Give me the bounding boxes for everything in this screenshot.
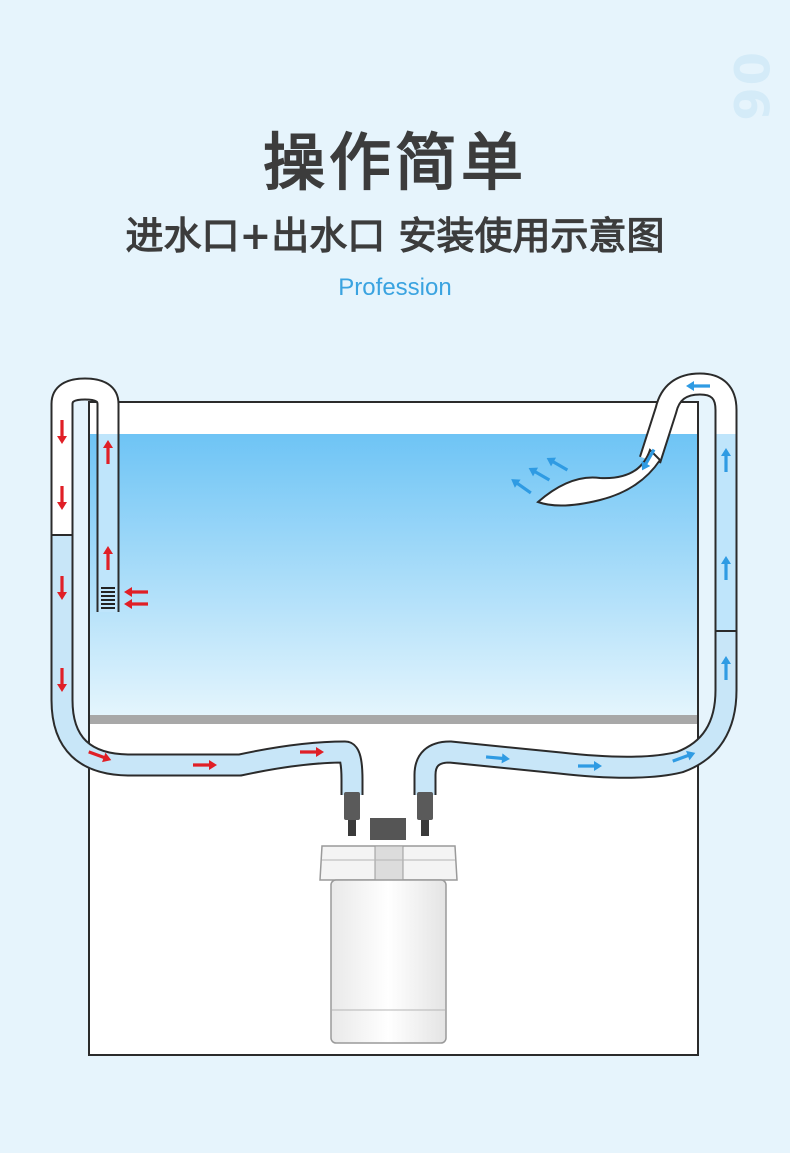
flow-arrow-icon bbox=[57, 486, 67, 510]
flow-arrow-icon bbox=[57, 668, 67, 692]
flow-arrow-icon bbox=[721, 656, 731, 680]
canister-filter-icon bbox=[319, 792, 458, 1044]
flow-arrow-icon bbox=[672, 750, 696, 763]
tagline: Profession bbox=[338, 274, 452, 301]
flow-arrow-icon bbox=[57, 381, 731, 771]
flow-arrow-icon bbox=[57, 420, 67, 444]
flow-arrow-icon bbox=[511, 479, 532, 495]
flow-arrow-icon bbox=[300, 747, 324, 757]
flow-arrow-icon bbox=[485, 753, 510, 764]
flow-arrow-icon bbox=[193, 760, 217, 770]
flow-arrow-icon bbox=[124, 599, 148, 609]
flow-arrow-icon bbox=[57, 576, 67, 600]
intake-strainer bbox=[101, 587, 115, 609]
flow-arrow-icon bbox=[578, 761, 602, 771]
flow-arrow-icon bbox=[103, 440, 113, 464]
flow-arrow-icon bbox=[641, 448, 656, 471]
flow-arrow-icon bbox=[88, 750, 112, 763]
flow-arrow-icon bbox=[103, 546, 113, 570]
flow-arrow-icon bbox=[124, 587, 148, 597]
page-title: 操作简单 bbox=[262, 126, 527, 199]
flow-arrow-icon bbox=[686, 381, 710, 391]
flow-arrow-icon bbox=[721, 448, 731, 472]
flow-arrow-icon bbox=[721, 556, 731, 580]
page-subtitle: 进水口+出水口 安装使用示意图 bbox=[125, 214, 665, 258]
aquarium-water bbox=[90, 434, 697, 716]
flow-arrow-icon bbox=[528, 467, 551, 482]
aquarium-bottom bbox=[90, 715, 697, 724]
flow-arrow-icon bbox=[546, 457, 569, 472]
